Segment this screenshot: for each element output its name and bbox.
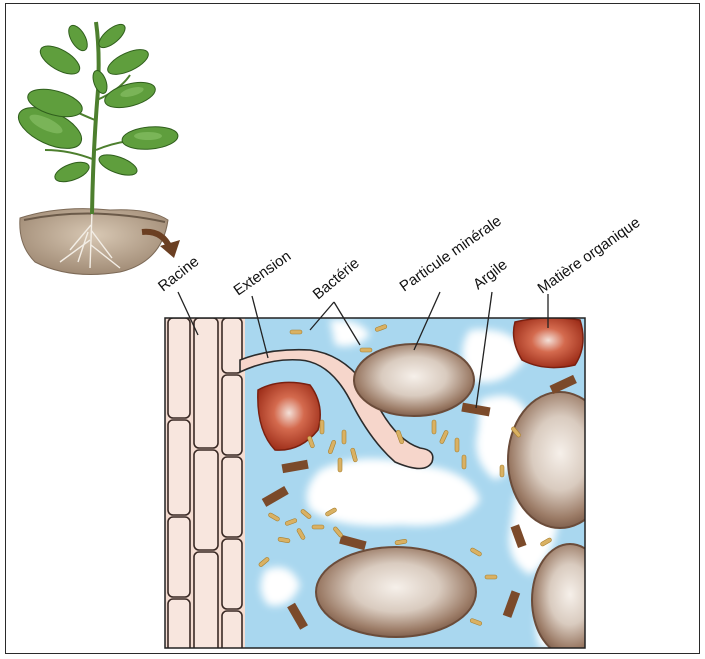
soil-section xyxy=(165,318,612,659)
root-cells xyxy=(165,318,245,659)
label-matiere: Matière organique xyxy=(535,214,644,297)
label-argile: Argile xyxy=(470,256,511,293)
label-racine: Racine xyxy=(155,253,202,295)
label-bacterie: Bactérie xyxy=(310,255,363,303)
label-extension: Extension xyxy=(231,248,295,300)
plant-illustration xyxy=(12,20,178,274)
labels: Racine Extension Bactérie Particule miné… xyxy=(155,212,643,303)
